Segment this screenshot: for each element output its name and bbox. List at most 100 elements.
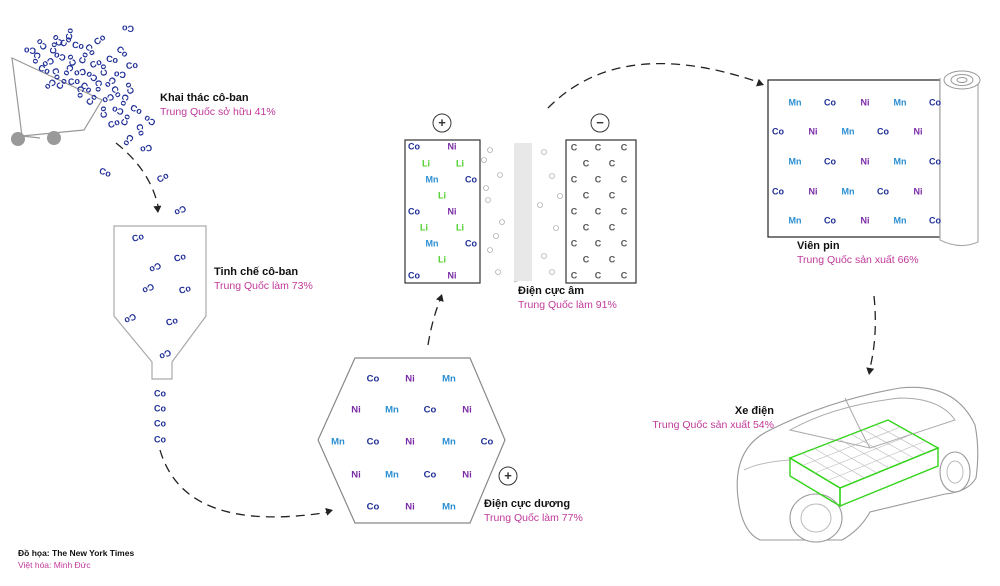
element-li: Li [422,158,430,168]
battery-module [814,433,914,474]
element-c: C [583,254,590,264]
label-cell: Viên pin Trung Quốc sản xuất 66% [797,240,919,267]
element-c: C [595,206,602,216]
element-c: C [595,142,602,152]
element-co: Co [173,251,188,264]
element-co: Co [154,418,166,428]
oxygen-dot [549,173,555,179]
element-co: Co [772,126,784,136]
element-co: Co [119,112,133,127]
element-co: Co [929,215,941,225]
element-co: Co [110,104,125,117]
credit-translation: Việt hóa: Minh Đức [18,560,91,570]
battery-pack-front [839,446,939,508]
plus-icon [498,466,518,486]
oxygen-dot [493,233,499,239]
element-c: C [609,222,616,232]
element-ni: Ni [405,374,415,385]
element-co: Co [465,174,477,184]
element-co: Co [122,80,136,96]
element-c: C [571,238,578,248]
element-co: Co [106,116,121,130]
minus-icon [590,113,610,133]
element-ni: Ni [809,126,818,136]
cathode-title: Điện cực dương [484,498,571,510]
plus-icon [432,113,452,133]
anode-electrode [565,139,637,284]
funnel-icon [113,225,207,380]
ev-title: Xe điện [734,405,774,417]
battery-module [827,440,926,481]
element-co: Co [71,40,85,52]
battery-module [802,426,901,466]
element-co: Co [97,105,109,119]
element-co: Co [824,97,836,107]
element-c: C [609,158,616,168]
element-co: Co [154,434,166,444]
element-co: Co [121,23,134,33]
element-c: C [621,238,628,248]
oxygen-dot [497,172,503,178]
oxygen-dot [541,253,547,259]
element-ni: Ni [914,126,923,136]
element-mn: Mn [442,502,456,513]
oxygen-dot [481,157,487,163]
element-co: Co [408,270,420,280]
mining-title: Khai thác cô-ban [160,92,249,104]
element-co: Co [129,102,145,116]
oxygen-dot [487,147,493,153]
element-c: C [609,190,616,200]
cart-handle [21,135,41,139]
element-co: Co [481,437,494,448]
element-c: C [583,158,590,168]
separator [514,143,532,281]
element-c: C [621,142,628,152]
element-co: Co [67,76,81,87]
element-co: Co [37,62,52,76]
element-co: Co [408,141,420,151]
cell-subtitle: Trung Quốc sản xuất 66% [797,253,919,266]
car-headlight [743,459,791,471]
element-co: Co [165,315,180,328]
element-mn: Mn [331,437,345,448]
element-co: Co [97,63,109,77]
cell-title: Viên pin [797,240,840,252]
arrow-head [153,205,162,213]
element-li: Li [420,222,428,232]
element-li: Li [456,222,464,232]
label-anode: Điện cực âm Trung Quốc làm 91% [518,285,617,312]
element-c: C [571,142,578,152]
element-ni: Ni [861,215,870,225]
element-co: Co [178,283,193,296]
element-mn: Mn [894,215,907,225]
element-c: C [609,254,616,264]
element-mn: Mn [842,126,855,136]
element-mn: Mn [789,156,802,166]
car-wheel [789,493,843,543]
label-mining: Khai thác cô-ban Trung Quốc sở hữu 41% [160,92,276,119]
element-li: Li [438,254,446,264]
car-hub [946,460,964,484]
label-cathode: Điện cực dương Trung Quốc làm 77% [484,498,583,525]
element-co: Co [73,66,88,79]
car-pillar [844,397,871,449]
element-co: Co [824,215,836,225]
element-co: Co [121,133,136,149]
element-c: C [621,206,628,216]
cart-wheel [11,132,25,146]
oxygen-dot [495,269,501,275]
element-co: Co [367,437,380,448]
anode-subtitle: Trung Quốc làm 91% [518,298,617,311]
element-ni: Ni [405,437,415,448]
element-co: Co [134,123,147,138]
arrow-refining-cathode [159,449,331,518]
oxygen-dot [553,225,559,231]
cathode-subtitle: Trung Quốc làm 77% [484,511,583,524]
arrow-head [756,78,764,87]
arrow-head [866,367,875,375]
oxygen-dot [487,247,493,253]
element-ni: Ni [809,186,818,196]
battery-roll-icon [767,79,941,238]
element-ni: Ni [405,502,415,513]
oxygen-dot [541,149,547,155]
